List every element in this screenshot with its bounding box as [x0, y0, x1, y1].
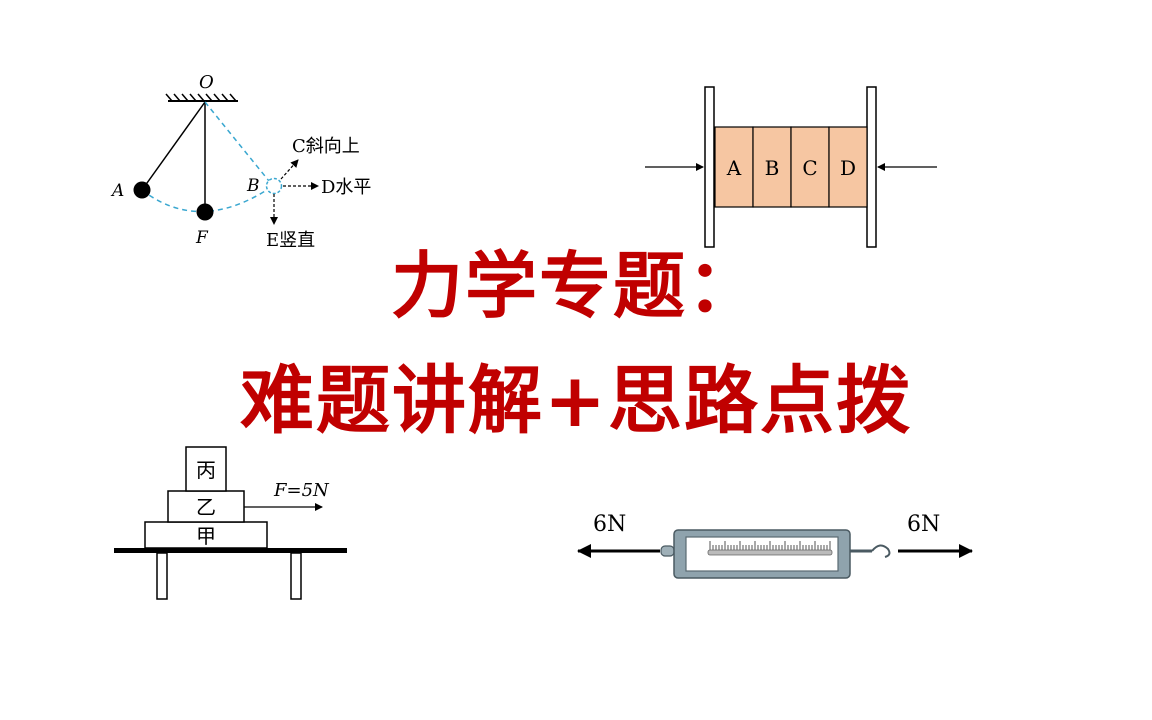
label-a: A — [110, 181, 124, 201]
table-leg-left — [156, 552, 168, 600]
title-line-2: 难题讲解+思路点拨 — [239, 358, 912, 444]
ball-a — [133, 181, 151, 199]
table-top — [114, 548, 347, 553]
pendulum-diagram: O A F B C斜向上 D水平 E竖直 — [110, 72, 371, 251]
label-e-direction: E竖直 — [266, 230, 315, 251]
title-line-1: 力学专题： — [390, 244, 761, 328]
right-force-label: 6N — [907, 512, 940, 537]
force-label: F=5N — [273, 480, 330, 501]
block-d-label: D — [840, 156, 856, 180]
left-force-label: 6N — [593, 512, 626, 537]
table-leg-right — [290, 552, 302, 600]
block-a-label: A — [726, 156, 742, 180]
scale-ticks — [709, 541, 831, 550]
block-jia-label: 甲 — [196, 524, 216, 548]
ball-b-dashed — [265, 177, 283, 195]
scale-slot — [707, 549, 833, 556]
left-plate — [704, 86, 715, 248]
stacked-blocks-diagram: 丙 乙 甲 F=5N — [114, 446, 347, 600]
label-d-direction: D水平 — [321, 177, 371, 198]
arrow-c — [280, 159, 299, 180]
string-to-b-dashed — [204, 101, 274, 187]
label-c-direction: C斜向上 — [292, 136, 360, 157]
left-ring — [660, 545, 675, 557]
block-bing — [185, 446, 227, 492]
block-yi-label: 乙 — [196, 495, 216, 519]
block-d — [828, 126, 868, 208]
block-b — [752, 126, 792, 208]
ball-f — [196, 203, 214, 221]
block-b-label: B — [765, 156, 780, 180]
clamp-blocks-diagram: A B C D — [645, 86, 937, 248]
label-f: F — [195, 228, 209, 248]
string-to-a — [141, 101, 206, 191]
hook — [871, 544, 891, 558]
block-a — [714, 126, 754, 208]
label-o: O — [199, 72, 214, 93]
block-bing-label: 丙 — [196, 458, 216, 482]
label-b: B — [246, 176, 260, 196]
block-c — [790, 126, 830, 208]
right-plate — [866, 86, 877, 248]
spring-scale-diagram: 6N 6N — [577, 512, 973, 579]
ceiling-hatch — [165, 93, 238, 102]
block-c-label: C — [802, 156, 817, 180]
